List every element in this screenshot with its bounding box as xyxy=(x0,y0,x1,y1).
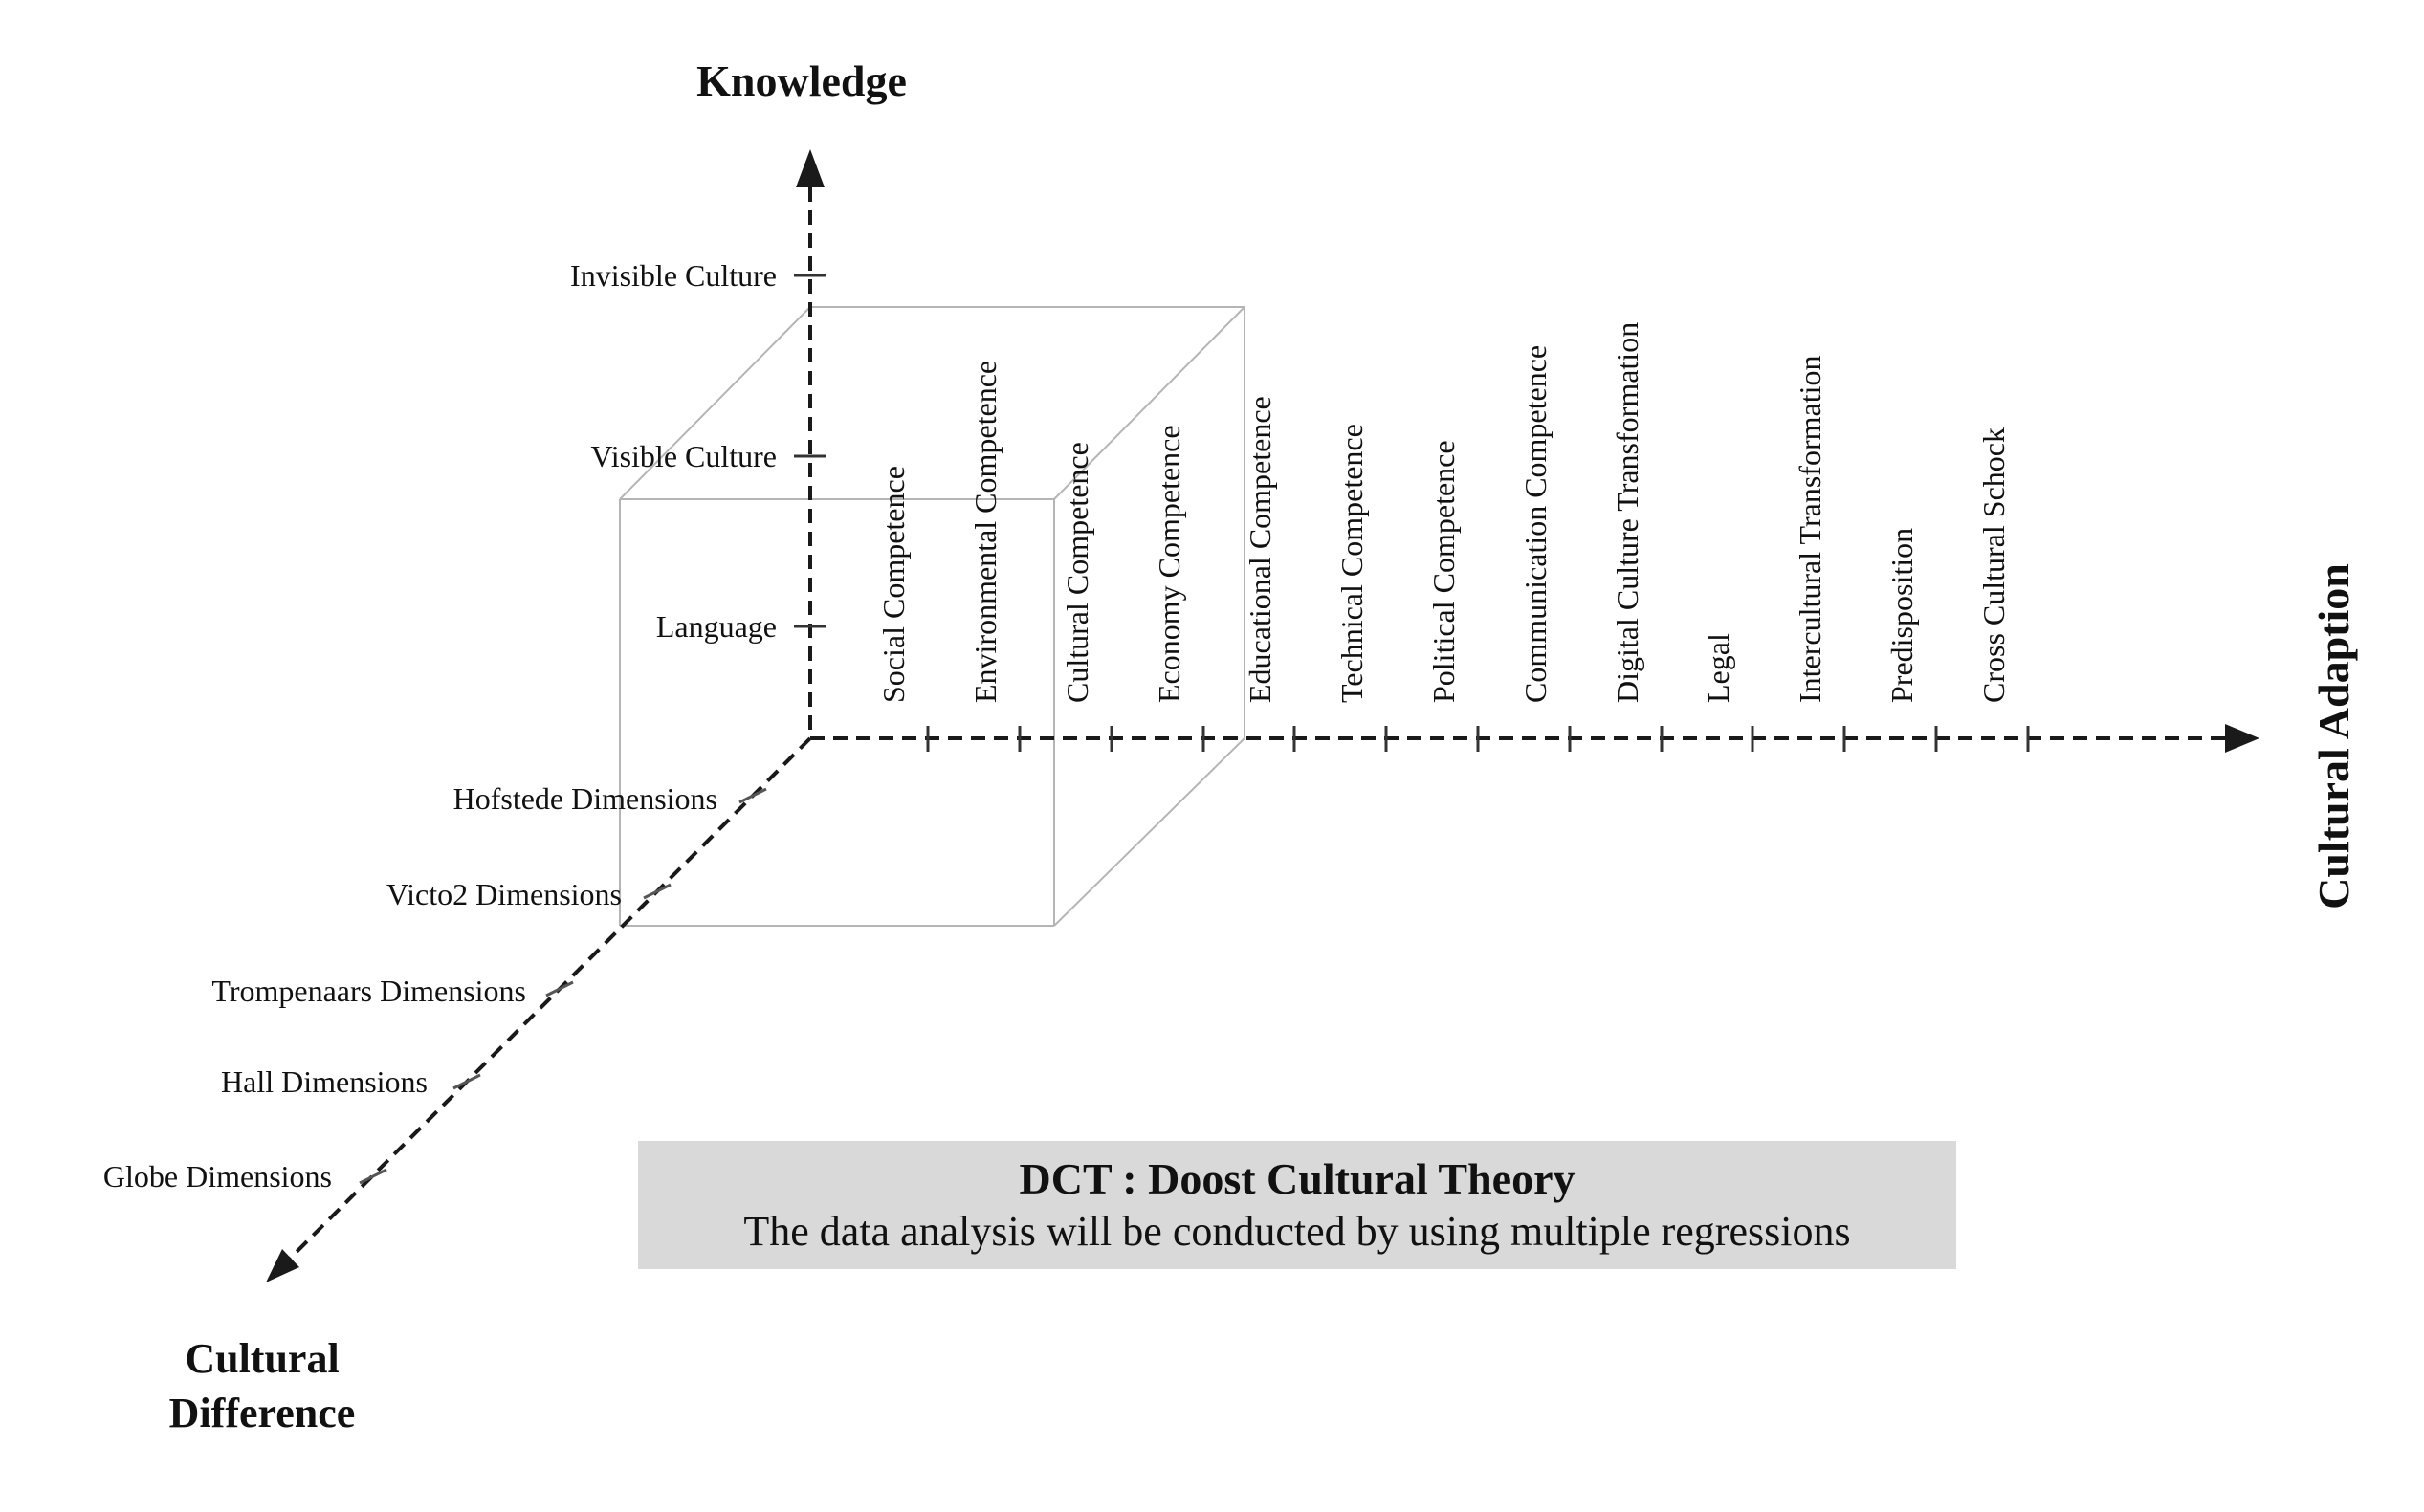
cultural-competence-label: Cultural Competence xyxy=(1060,442,1094,703)
educational-competence-label: Educational Competence xyxy=(1243,396,1277,703)
cultural-difference-line2: Difference xyxy=(168,1390,356,1436)
right-arrowhead-icon xyxy=(2225,724,2259,753)
cube-bottom-right-diagonal-edge xyxy=(1053,737,1245,927)
cultural-difference-axis-line xyxy=(285,736,812,1263)
dct-note-title: DCT : Doost Cultural Theory xyxy=(1019,1154,1576,1203)
tick-globe xyxy=(359,1168,387,1185)
cultural-adaption-axis-title: Cultural Adaption xyxy=(2309,563,2358,909)
cube-top-right-diagonal-edge xyxy=(1053,306,1245,500)
cross-cultural-schock-label: Cross Cultural Schock xyxy=(1976,427,2011,703)
victo2-dimensions-label: Victo2 Dimensions xyxy=(386,877,622,911)
social-competence-label: Social Competence xyxy=(876,466,911,703)
diagonal-axis-ticks xyxy=(359,787,767,1185)
dct-note-subtitle: The data analysis will be conducted by u… xyxy=(743,1208,1851,1255)
hall-dimensions-label: Hall Dimensions xyxy=(221,1064,428,1099)
digital-culture-transformation-label: Digital Culture Transformation xyxy=(1610,321,1644,703)
trompenaars-dimensions-label: Trompenaars Dimensions xyxy=(211,974,526,1008)
technical-competence-label: Technical Competence xyxy=(1334,424,1369,703)
intercultural-transformation-label: Intercultural Transformation xyxy=(1793,355,1827,703)
environmental-competence-label: Environmental Competence xyxy=(968,360,1003,703)
globe-dimensions-label: Globe Dimensions xyxy=(102,1159,332,1194)
predisposition-label: Predisposition xyxy=(1884,527,1919,703)
cultural-difference-axis-title: Cultural Difference xyxy=(169,1331,356,1440)
visible-culture-label: Visible Culture xyxy=(590,439,778,473)
legal-label: Legal xyxy=(1701,633,1735,703)
cube-wireframe xyxy=(619,306,1245,927)
hofstede-dimensions-label: Hofstede Dimensions xyxy=(452,781,717,816)
political-competence-label: Political Competence xyxy=(1426,440,1461,703)
tick-hofstede xyxy=(738,787,767,804)
tick-trompenaars xyxy=(545,980,574,997)
horizontal-axis-ticks xyxy=(926,726,2030,752)
tick-victo2 xyxy=(643,883,672,900)
dct-note-box: DCT : Doost Cultural Theory The data ana… xyxy=(638,1141,1956,1269)
cube-top-left-diagonal-edge xyxy=(619,306,811,500)
invisible-culture-label: Invisible Culture xyxy=(570,258,777,293)
communication-competence-label: Communication Competence xyxy=(1518,344,1553,703)
up-arrowhead-icon xyxy=(796,149,825,187)
tick-hall xyxy=(452,1073,481,1090)
economy-competence-label: Economy Competence xyxy=(1152,425,1186,703)
language-label: Language xyxy=(655,609,777,644)
knowledge-axis-title: Knowledge xyxy=(696,56,907,105)
vertical-axis-ticks xyxy=(794,274,826,628)
down-left-arrowhead-icon xyxy=(266,1249,299,1282)
cultural-difference-line1: Cultural xyxy=(185,1335,340,1382)
